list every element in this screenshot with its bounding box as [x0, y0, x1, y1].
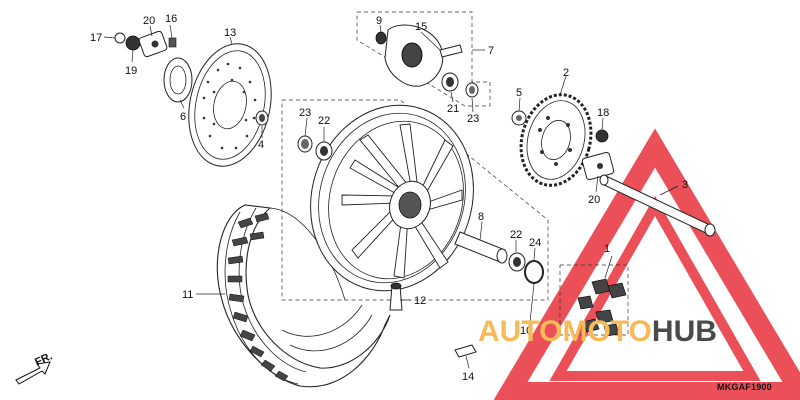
- callout-15: 15: [415, 21, 427, 33]
- callout-3: 3: [682, 179, 688, 191]
- sprocket: [519, 93, 593, 187]
- callout-2: 2: [563, 67, 569, 79]
- callout-21: 21: [447, 103, 459, 115]
- stud-15: [439, 44, 463, 58]
- washer-17: [114, 32, 126, 44]
- callout-8: 8: [478, 211, 484, 223]
- front-direction-arrow: FR.: [15, 350, 54, 385]
- callout-13: 13: [224, 27, 236, 39]
- callout-20-right: 20: [588, 194, 600, 206]
- callout-19: 19: [125, 65, 137, 77]
- tire: [216, 204, 391, 388]
- callout-12: 12: [414, 295, 426, 307]
- axle: [599, 174, 716, 237]
- callout-17: 17: [90, 32, 102, 44]
- valve-12: [389, 282, 403, 311]
- bolt-9: [375, 31, 387, 45]
- callout-14: 14: [462, 371, 474, 383]
- diagram-code: MKGAF1900: [717, 382, 772, 392]
- callout-11: 11: [182, 289, 193, 301]
- bolt-16: [168, 37, 177, 48]
- nut-19: [125, 35, 141, 51]
- brand-text-moto: MOTO: [562, 315, 652, 348]
- callout-16: 16: [165, 13, 177, 25]
- leader-lines: [103, 24, 679, 369]
- callout-23-left: 23: [299, 107, 311, 119]
- callout-1: 1: [604, 243, 610, 255]
- callout-22-left: 22: [318, 115, 330, 127]
- callout-5: 5: [516, 87, 522, 99]
- o-ring-24: [524, 260, 544, 284]
- callout-18: 18: [597, 107, 609, 119]
- callout-9: 9: [376, 15, 382, 27]
- callout-6: 6: [180, 111, 186, 123]
- brake-disk: [188, 43, 272, 167]
- hub-flange: [375, 24, 479, 98]
- callout-7: 7: [488, 45, 494, 57]
- callout-labels: 1 2 3 4 5 6 7 8 9 10 11 12 13 14 15 16 1…: [90, 13, 688, 383]
- nut-18: [595, 129, 609, 143]
- callout-23-right: 23: [467, 113, 479, 125]
- direction-marker-text: FR.: [33, 350, 54, 368]
- brand-text-hub: HUB: [651, 315, 717, 348]
- callout-22-right: 22: [510, 229, 522, 241]
- balance-weight-14: [454, 344, 477, 358]
- wheel-rim: [310, 104, 474, 292]
- callout-4: 4: [258, 139, 264, 151]
- callout-20-left: 20: [143, 15, 155, 27]
- callout-10: 10: [520, 325, 532, 337]
- damper-outline: [559, 264, 629, 336]
- watermark-brand-text: AUTOMOTOHUB: [478, 316, 717, 348]
- disk-holder-ring: [163, 57, 193, 103]
- wheel-assembly-outline: [281, 99, 549, 301]
- brand-text-auto: AUTO: [478, 315, 563, 348]
- callout-24: 24: [529, 237, 541, 249]
- damper-rubbers: [577, 278, 627, 337]
- hub-flange-outline: [356, 11, 491, 107]
